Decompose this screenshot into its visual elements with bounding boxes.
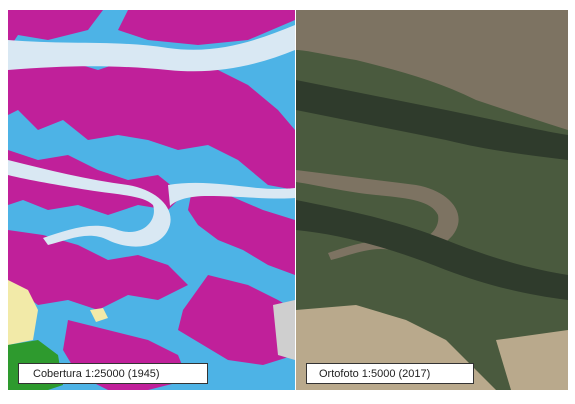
mangrove-patch xyxy=(8,10,103,50)
river-channel xyxy=(8,160,171,247)
river-channel xyxy=(296,170,459,260)
river-channel xyxy=(8,25,295,72)
mangrove-patch xyxy=(118,10,295,45)
photo-caption: Ortofoto 1:5000 (2017) xyxy=(306,363,474,384)
panel-divider xyxy=(295,10,296,390)
river-water xyxy=(296,10,568,130)
mangrove-patch xyxy=(188,185,295,275)
historical-map-panel: Cobertura 1:25000 (1945) xyxy=(8,10,295,390)
bare-soil xyxy=(496,330,568,390)
orthophoto-panel: Ortofoto 1:5000 (2017) xyxy=(296,10,568,390)
mangrove-patch xyxy=(8,55,295,190)
upland-area xyxy=(90,308,108,322)
river-channel xyxy=(168,182,295,206)
grey-area xyxy=(273,300,295,360)
mangrove-patch xyxy=(8,230,188,310)
mangrove-patch xyxy=(178,275,295,365)
land-cover-map xyxy=(8,10,295,390)
vegetation-dark xyxy=(296,80,568,160)
aerial-photo xyxy=(296,10,568,390)
upland-area xyxy=(8,280,38,345)
map-caption: Cobertura 1:25000 (1945) xyxy=(18,363,208,384)
vegetation-dark xyxy=(296,200,568,300)
